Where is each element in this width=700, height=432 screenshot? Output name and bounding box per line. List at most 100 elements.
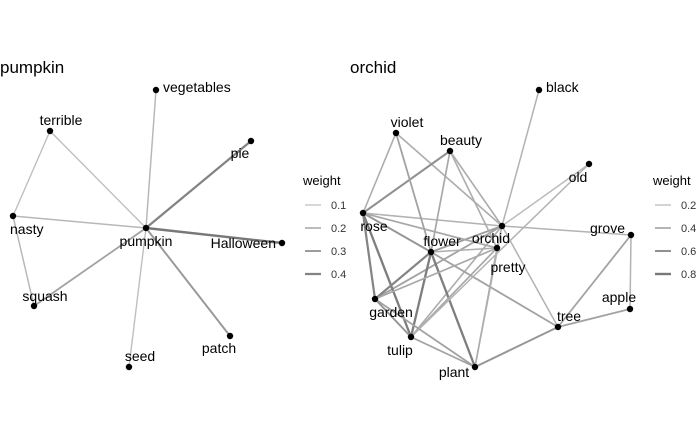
edge-nasty-squash: [12, 215, 35, 307]
edge-orchid-beauty: [449, 150, 503, 227]
edge-beauty-flower: [430, 150, 451, 253]
node-label-pie: pie: [231, 145, 250, 161]
node-black: [535, 86, 543, 94]
node-label-vegetables: vegetables: [163, 79, 231, 95]
node-label-grove: grove: [590, 220, 625, 236]
node-label-tulip: tulip: [387, 342, 413, 358]
panel-title: orchid: [350, 58, 396, 77]
node-Halloween: [278, 239, 286, 247]
node-label-nasty: nasty: [10, 221, 43, 237]
node-label-pretty: pretty: [490, 259, 525, 275]
node-beauty: [446, 147, 454, 155]
node-orchid: [498, 222, 506, 230]
edge-pumpkin-Halloween: [145, 226, 283, 245]
node-patch: [226, 332, 234, 340]
node-seed: [125, 363, 133, 371]
node-pie: [247, 137, 255, 145]
edge-rose-beauty: [362, 150, 451, 214]
edge-flower-tree: [430, 251, 559, 328]
node-label-violet: violet: [391, 114, 424, 130]
node-pretty: [493, 244, 501, 252]
edge-orchid-old: [501, 163, 590, 227]
pumpkin-graph-panel: pumpkin pumpkin vegetables terrible pie nast…: [0, 58, 346, 371]
node-terrible: [46, 127, 54, 135]
node-label-beauty: beauty: [440, 132, 482, 148]
node-garden: [371, 295, 379, 303]
node-label-patch: patch: [202, 340, 236, 356]
edge-rose-tulip: [361, 212, 413, 338]
legend-key-label: 0.8: [681, 269, 696, 281]
node-tree: [554, 323, 562, 331]
edge-terrible-nasty: [12, 130, 51, 217]
node-label-Halloween: Halloween: [211, 235, 276, 251]
node-rose: [359, 209, 367, 217]
weight-legend: weight 0.2 0.4 0.6 0.8: [652, 173, 696, 281]
edge-rose-pretty: [362, 212, 498, 249]
node-nasty: [9, 212, 17, 220]
node-label-pumpkin: pumpkin: [120, 233, 173, 249]
edge-old-tulip: [410, 163, 590, 338]
edge-plant-tree: [474, 326, 559, 368]
node-violet: [392, 129, 400, 137]
edge-flower-tulip: [409, 251, 433, 338]
legend-key-label: 0.4: [681, 223, 696, 235]
node-label-plant: plant: [439, 364, 469, 380]
node-plant: [471, 363, 479, 371]
legend-key-label: 0.6: [681, 246, 696, 258]
edge-layer: [361, 89, 632, 368]
legend-key-label: 0.2: [331, 223, 346, 235]
node-grove: [627, 231, 635, 239]
edge-rose-violet: [362, 132, 397, 214]
legend-key-label: 0.1: [331, 200, 346, 212]
edge-pretty-plant: [474, 247, 498, 368]
edge-pumpkin-terrible: [49, 130, 147, 229]
legend-key-label: 0.3: [331, 246, 346, 258]
node-apple: [626, 305, 634, 313]
node-label-orchid: orchid: [472, 230, 510, 246]
edge-garden-plant: [374, 298, 476, 368]
node-label-black: black: [546, 79, 580, 95]
node-label-old: old: [569, 169, 588, 185]
node-label-terrible: terrible: [40, 112, 83, 128]
edge-rose-flower: [362, 212, 432, 253]
panel-title: pumpkin: [0, 58, 64, 77]
edge-pumpkin-patch: [145, 227, 231, 337]
node-label-flower: flower: [423, 233, 461, 249]
node-squash: [30, 302, 38, 310]
edge-tree-apple: [557, 308, 631, 328]
edge-orchid-garden: [374, 225, 503, 300]
edge-flower-plant: [429, 251, 477, 368]
weight-legend: weight 0.10.20.30.4: [302, 173, 346, 281]
edge-beauty-pretty: [449, 150, 498, 249]
node-vegetables: [152, 86, 160, 94]
edge-layer: [12, 89, 283, 368]
edge-flower-pretty: [430, 247, 498, 253]
edge-rose-garden: [361, 212, 377, 300]
edge-pumpkin-nasty: [12, 215, 147, 229]
edge-orchid-violet: [395, 132, 503, 227]
node-label-apple: apple: [602, 289, 636, 305]
node-label-tree: tree: [557, 308, 581, 324]
edge-flower-garden: [374, 251, 432, 300]
edge-tulip-plant: [410, 336, 476, 368]
edge-orchid-rose: [362, 212, 503, 227]
node-layer: pumpkin vegetables terrible pie nastyHallowe…: [9, 79, 286, 371]
edge-orchid-black: [501, 89, 540, 227]
edge-pumpkin-pie: [145, 140, 252, 229]
legend-title: weight: [302, 173, 341, 188]
legend-key-label: 0.2: [681, 200, 696, 212]
node-old: [585, 160, 593, 168]
legend-title: weight: [652, 173, 691, 188]
edge-pumpkin-seed: [128, 227, 147, 368]
node-label-seed: seed: [125, 348, 155, 364]
node-tulip: [407, 333, 415, 341]
edge-tree-grove: [557, 234, 632, 328]
edge-pretty-garden: [374, 247, 498, 300]
edge-garden-tulip: [374, 298, 412, 338]
edge-pumpkin-vegetables: [145, 89, 157, 229]
edge-pumpkin-squash: [33, 227, 147, 307]
edge-violet-flower: [395, 132, 432, 253]
